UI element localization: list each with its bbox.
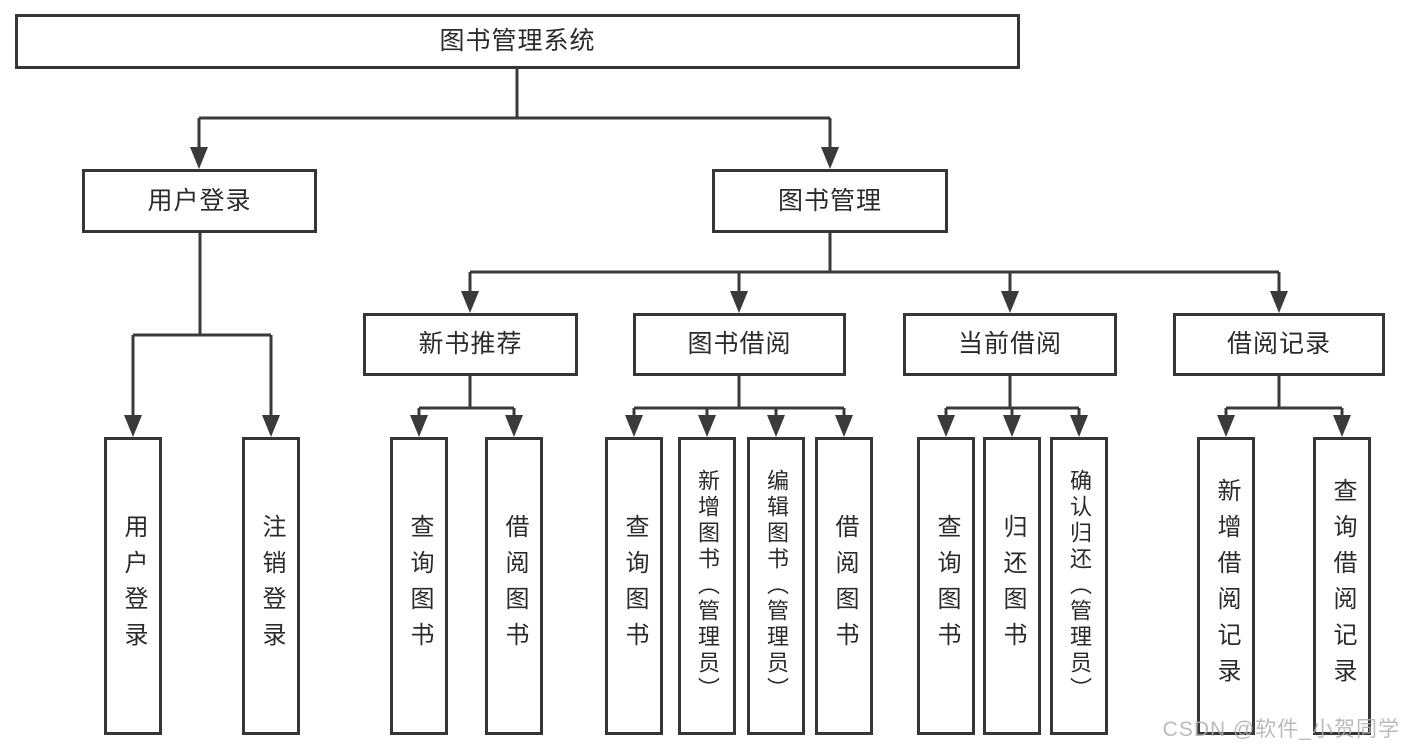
arrowhead-icon: [698, 415, 716, 437]
arrowhead-icon: [262, 415, 280, 437]
node-new-book-recommendation: 新书推荐: [363, 313, 578, 376]
arrowhead-icon: [124, 415, 142, 437]
node-label: 用户登录: [120, 514, 147, 658]
node-leaf-bb-edit-books: 编辑图书（管理员）: [747, 437, 805, 735]
node-label: 借阅图书: [831, 514, 858, 658]
node-book-management: 图书管理: [712, 169, 948, 233]
node-borrowing-records: 借阅记录: [1173, 313, 1385, 376]
node-leaf-cb-return-books: 归还图书: [983, 437, 1041, 735]
node-current-borrowing: 当前借阅: [903, 313, 1117, 376]
node-user-login: 用户登录: [82, 169, 317, 233]
node-leaf-cb-query-books: 查询图书: [917, 437, 975, 735]
node-label: 图书借阅: [687, 330, 792, 358]
node-leaf-br-query-record: 查询借阅记录: [1313, 437, 1371, 735]
arrowhead-icon: [1003, 415, 1021, 437]
node-leaf-bb-query-books: 查询图书: [605, 437, 663, 735]
node-leaf-logout: 注销登录: [242, 437, 300, 735]
arrowhead-icon: [835, 415, 853, 437]
node-leaf-cb-confirm-return: 确认归还（管理员）: [1050, 437, 1108, 735]
arrowhead-icon: [1333, 415, 1351, 437]
arrowhead-icon: [505, 415, 523, 437]
arrowhead-icon: [625, 415, 643, 437]
node-leaf-bb-add-books: 新增图书（管理员）: [678, 437, 736, 735]
node-label: 新增借阅记录: [1213, 478, 1240, 694]
node-label: 编辑图书（管理员）: [764, 469, 789, 703]
arrowhead-icon: [730, 291, 748, 313]
arrowhead-icon: [767, 415, 785, 437]
node-label: 新书推荐: [418, 330, 523, 358]
node-label: 借阅图书: [501, 514, 528, 658]
node-leaf-bb-borrow-books: 借阅图书: [815, 437, 873, 735]
node-label: 确认归还（管理员）: [1067, 469, 1092, 703]
node-label: 查询图书: [406, 514, 433, 658]
arrowhead-icon: [461, 291, 479, 313]
node-label: 借阅记录: [1226, 330, 1331, 358]
node-label: 图书管理系统: [439, 27, 596, 55]
node-label: 查询借阅记录: [1329, 478, 1356, 694]
node-leaf-nbr-query-books: 查询图书: [390, 437, 448, 735]
node-label: 查询图书: [621, 514, 648, 658]
arrowhead-icon: [410, 415, 428, 437]
node-label: 注销登录: [258, 514, 285, 658]
node-label: 归还图书: [999, 514, 1026, 658]
node-leaf-user-login: 用户登录: [104, 437, 162, 735]
node-label: 当前借阅: [957, 330, 1062, 358]
arrowhead-icon: [1001, 291, 1019, 313]
node-label: 用户登录: [147, 186, 252, 215]
arrowhead-icon: [1270, 291, 1288, 313]
node-root: 图书管理系统: [15, 14, 1020, 69]
node-label: 图书管理: [777, 186, 882, 215]
arrowhead-icon: [1217, 415, 1235, 437]
node-leaf-br-add-record: 新增借阅记录: [1197, 437, 1255, 735]
arrowhead-icon: [190, 147, 208, 169]
arrowhead-icon: [937, 415, 955, 437]
node-book-borrowing: 图书借阅: [633, 313, 846, 376]
node-leaf-nbr-borrow-books: 借阅图书: [485, 437, 543, 735]
watermark: CSDN @软件_小贺同学: [1162, 718, 1400, 741]
arrowhead-icon: [821, 147, 839, 169]
arrowhead-icon: [1070, 415, 1088, 437]
node-label: 新增图书（管理员）: [695, 469, 720, 703]
node-label: 查询图书: [933, 514, 960, 658]
